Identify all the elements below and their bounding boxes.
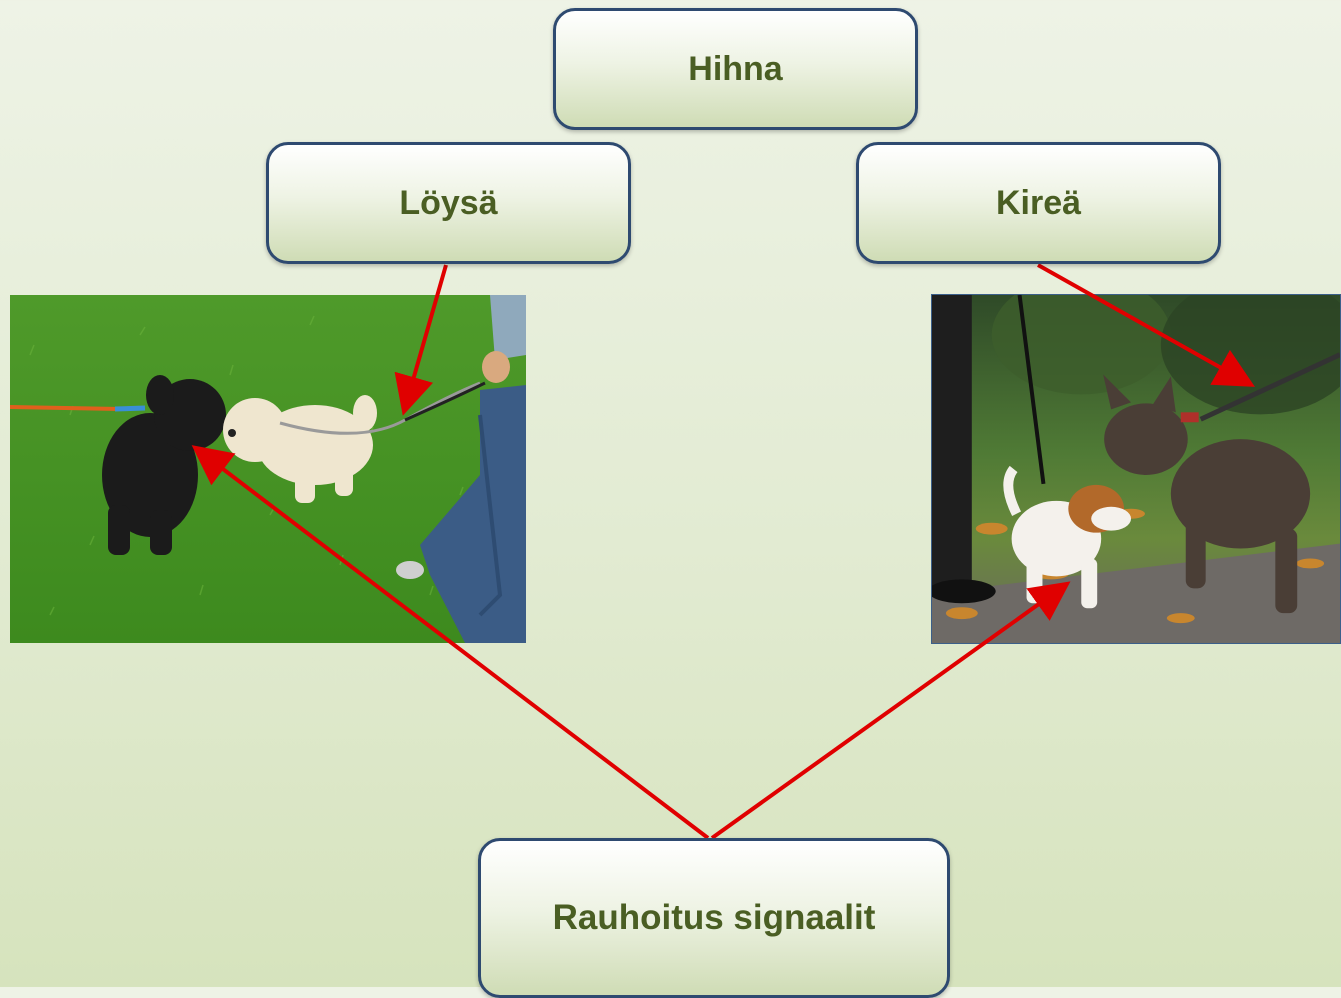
node-kirea-label: Kireä bbox=[995, 183, 1082, 222]
photo-loose-leash bbox=[10, 295, 526, 643]
photo-tight-leash bbox=[931, 294, 1341, 644]
node-loysa: Löysä bbox=[266, 142, 631, 264]
node-hihna: Hihna bbox=[553, 8, 918, 130]
node-rauhoitus-label: Rauhoitus signaalit bbox=[552, 898, 876, 937]
node-hihna-label: Hihna bbox=[688, 49, 783, 88]
node-loysa-label: Löysä bbox=[399, 183, 498, 222]
node-kirea: Kireä bbox=[856, 142, 1221, 264]
node-rauhoitus-signaalit: Rauhoitus signaalit bbox=[478, 838, 950, 998]
